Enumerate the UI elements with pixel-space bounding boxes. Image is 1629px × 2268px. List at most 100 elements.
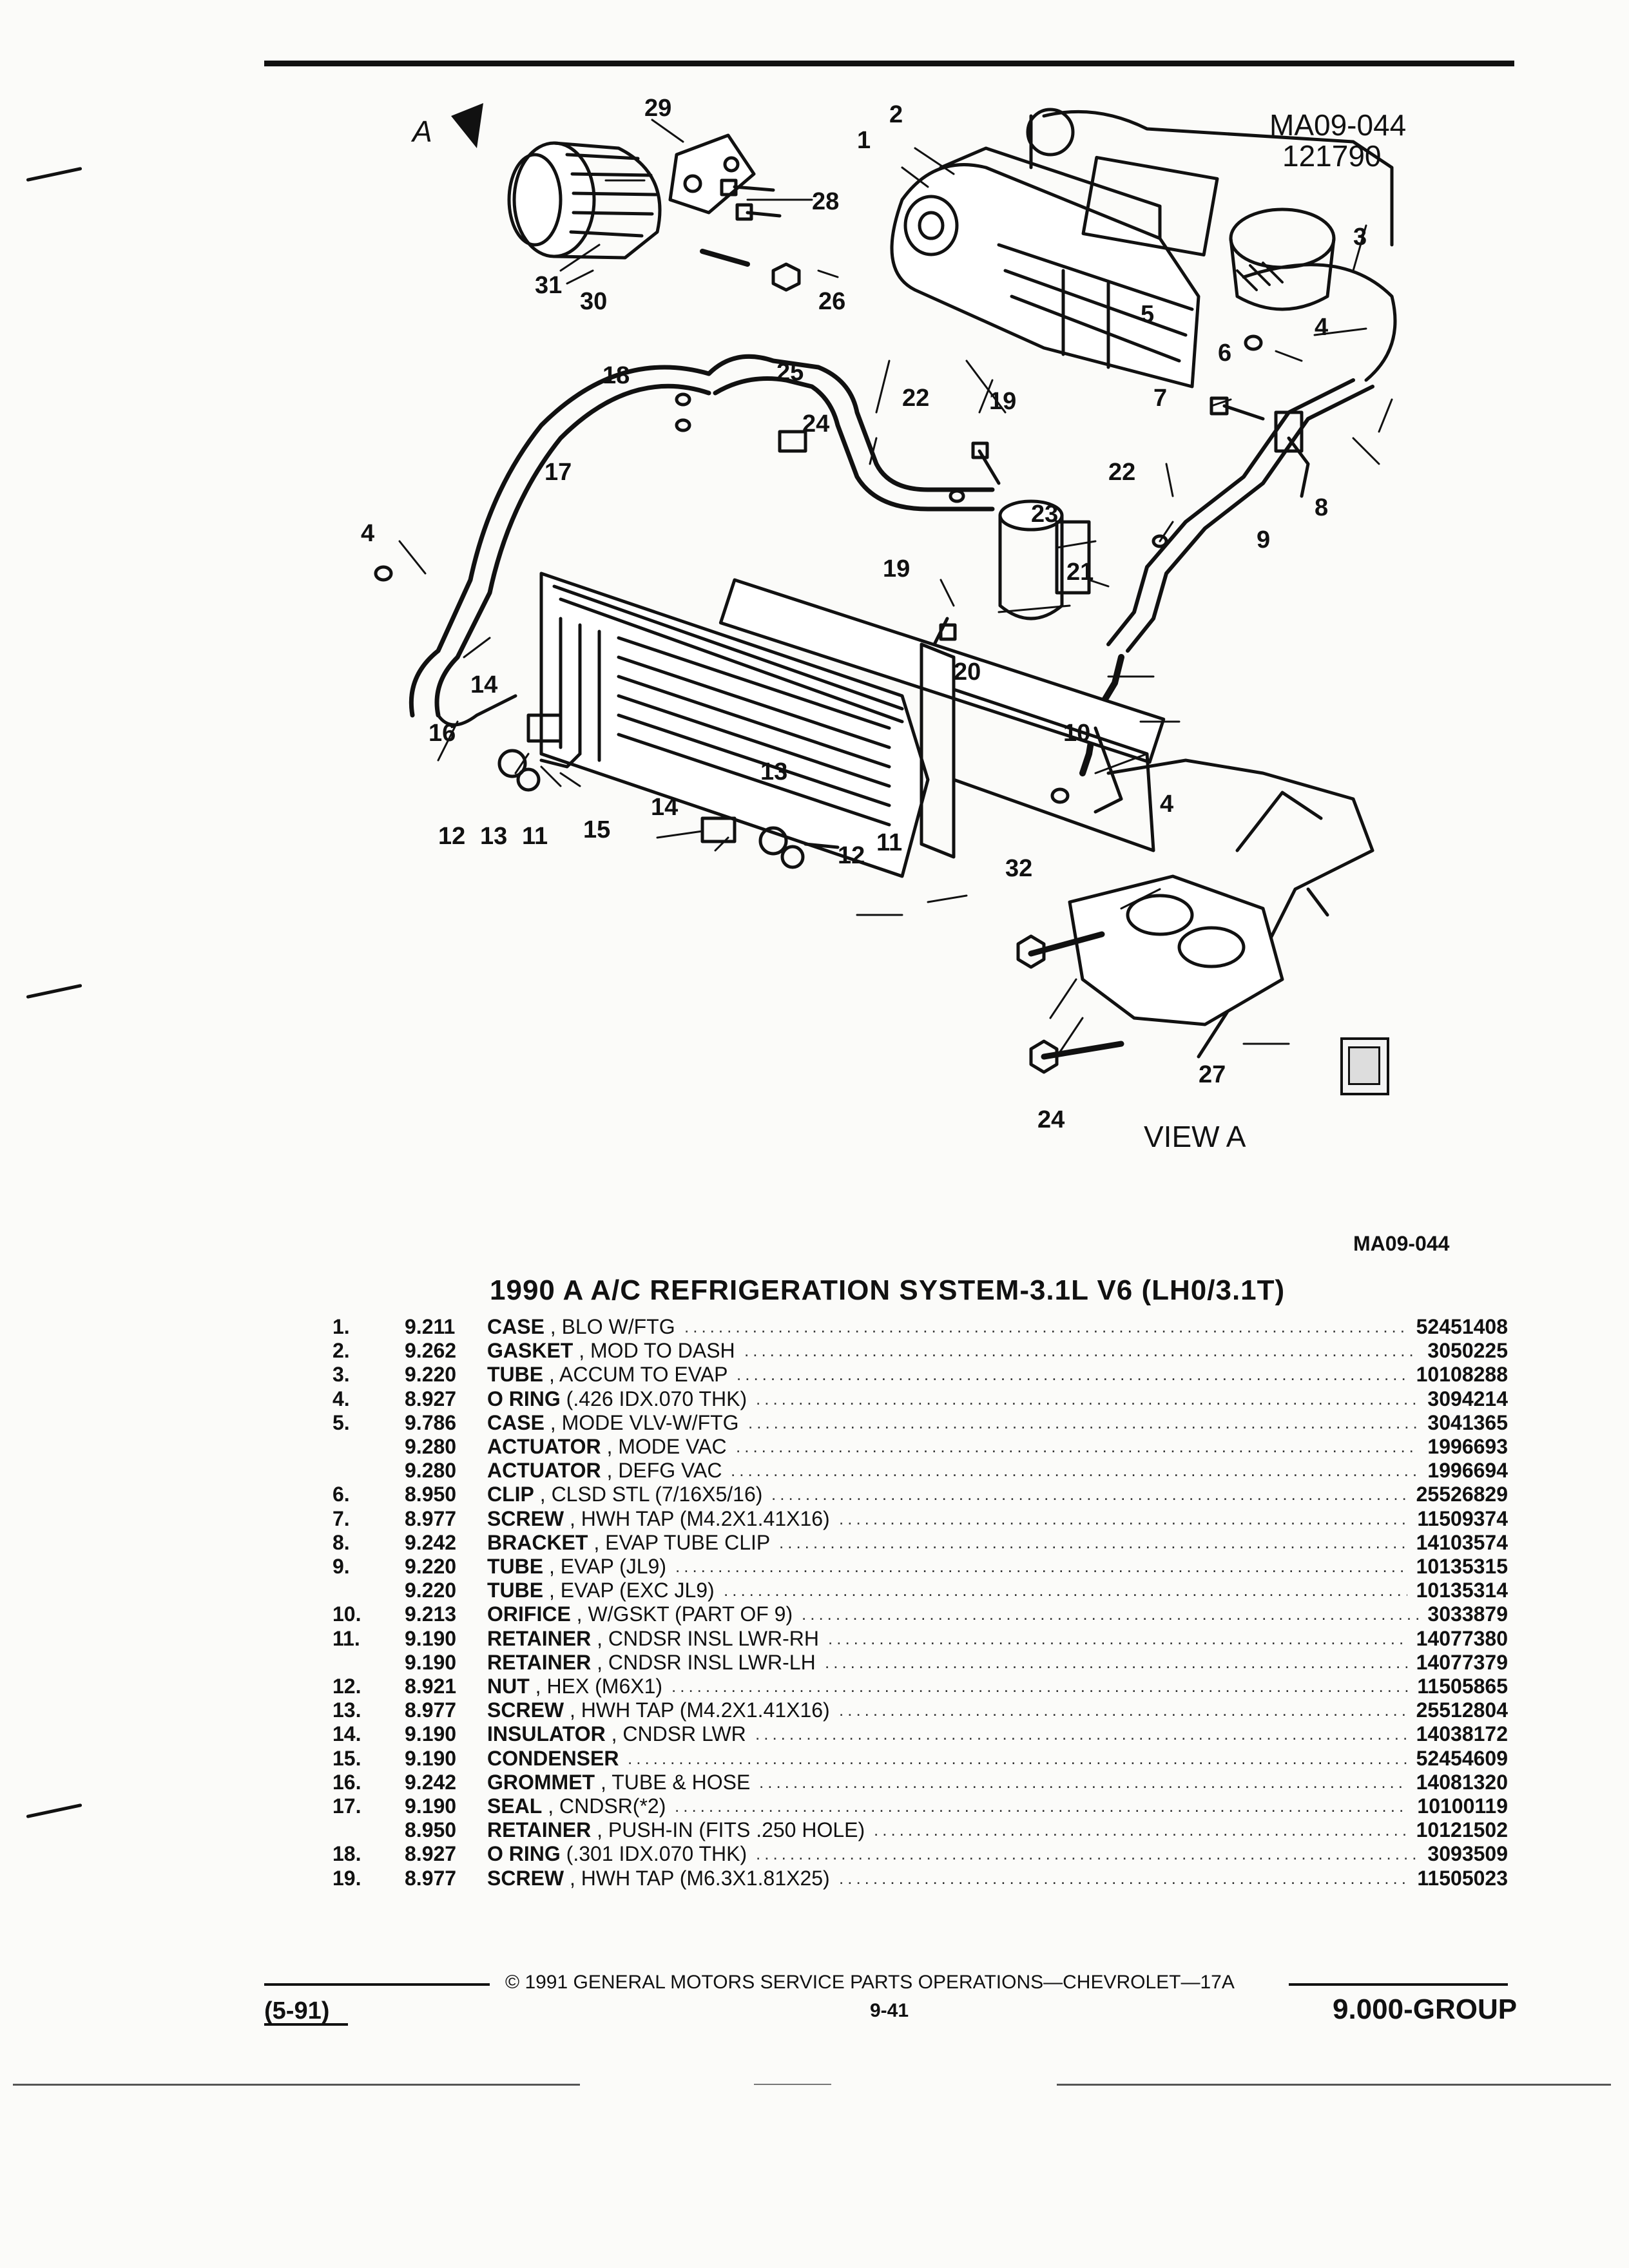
part-number: 52454609 [1416, 1746, 1508, 1770]
group-code: 8.927 [405, 1387, 457, 1410]
group-code: 9.242 [405, 1770, 457, 1794]
group-code: 9.220 [405, 1555, 457, 1578]
margin-mark [26, 166, 82, 182]
callout-6: 6 [1218, 340, 1231, 367]
part-description: SCREW , HWH TAP (M6.3X1.81X25) [487, 1866, 830, 1890]
part-number: 25512804 [1416, 1698, 1508, 1722]
callout-8: 8 [1315, 494, 1328, 521]
item-number: 12. [333, 1675, 361, 1698]
part-description: ORIFICE , W/GSKT (PART OF 9) [487, 1602, 793, 1626]
part-description: O RING (.301 IDX.070 THK) [487, 1841, 747, 1866]
scan-edge-line [13, 2084, 580, 2086]
part-name: TUBE [487, 1555, 544, 1578]
compressor [507, 141, 662, 260]
leader-dots: ........................................… [756, 1389, 1418, 1408]
part-name: INSULATOR [487, 1722, 606, 1746]
item-number: 3. [333, 1363, 350, 1387]
part-description: SCREW , HWH TAP (M4.2X1.41X16) [487, 1506, 830, 1531]
leader-dots: ........................................… [684, 1317, 1407, 1336]
part-detail: (.301 IDX.070 THK) [560, 1842, 747, 1866]
part-number: 10121502 [1416, 1818, 1508, 1842]
group-code: 9.213 [405, 1602, 457, 1626]
callout-21: 21 [1066, 559, 1094, 586]
top-rule [264, 61, 1514, 66]
leader-dots: ........................................… [755, 1724, 1407, 1744]
callout-28: 28 [812, 188, 839, 215]
callout-29: 29 [644, 95, 671, 122]
part-name: CASE [487, 1410, 545, 1434]
leader-dots: ........................................… [675, 1796, 1408, 1816]
gm-spo-logo [1340, 1037, 1389, 1095]
leader-dots: ........................................… [839, 1868, 1408, 1888]
part-detail: , HEX (M6X1) [529, 1675, 663, 1698]
group-code: 9.242 [405, 1530, 457, 1554]
leader-dots: ........................................… [724, 1581, 1407, 1600]
part-number: 25526829 [1416, 1483, 1508, 1506]
part-detail: , MODE VAC [601, 1435, 727, 1458]
callout-24: 24 [1037, 1106, 1065, 1133]
part-name: CASE [487, 1315, 545, 1338]
part-description: ACTUATOR , DEFG VAC [487, 1458, 722, 1483]
part-name: SCREW [487, 1698, 564, 1722]
callout-10: 10 [1063, 720, 1090, 747]
part-detail: , CNDSR LWR [605, 1722, 746, 1746]
callout-4: 4 [1315, 314, 1328, 341]
callout-14: 14 [470, 671, 497, 698]
view-marker-letter: A [410, 115, 432, 148]
parts-table-title: 1990 A A/C REFRIGERATION SYSTEM-3.1L V6 … [490, 1274, 1286, 1306]
group-code: 8.977 [405, 1866, 457, 1890]
callout-12: 12 [438, 823, 465, 850]
group-code: 9.220 [405, 1579, 457, 1602]
part-description: GROMMET , TUBE & HOSE [487, 1770, 750, 1794]
group-code: 8.950 [405, 1483, 457, 1506]
part-detail: , BLO W/FTG [544, 1315, 675, 1338]
part-detail: (.426 IDX.070 THK) [560, 1387, 747, 1410]
part-description: BRACKET , EVAP TUBE CLIP [487, 1530, 770, 1555]
leader-dots: ........................................… [839, 1700, 1407, 1720]
leader-dots: ........................................… [825, 1652, 1407, 1672]
part-detail: , CNDSR INSL LWR-RH [591, 1626, 819, 1650]
part-number: 1996694 [1427, 1459, 1508, 1483]
figure-code: MA09-044 [1269, 108, 1406, 142]
callout-7: 7 [1153, 385, 1167, 412]
part-number: 14081320 [1416, 1770, 1508, 1794]
part-detail: , EVAP (EXC JL9) [543, 1579, 715, 1602]
group-code: 9.190 [405, 1722, 457, 1746]
part-name: NUT [487, 1675, 530, 1698]
group-code: 9.190 [405, 1794, 457, 1818]
group-code: 9.786 [405, 1410, 457, 1434]
part-name: TUBE [487, 1363, 544, 1387]
item-number: 4. [333, 1387, 350, 1410]
part-detail: , EVAP (JL9) [543, 1555, 666, 1578]
part-name: O RING [487, 1842, 561, 1866]
part-name: SCREW [487, 1506, 564, 1530]
part-name: RETAINER [487, 1650, 592, 1674]
leader-dots: ........................................… [828, 1628, 1407, 1648]
group-code: 8.977 [405, 1698, 457, 1722]
date-code-underline [264, 2023, 348, 2026]
part-description: CONDENSER [487, 1746, 619, 1771]
part-name: ACTUATOR [487, 1459, 601, 1483]
callout-15: 15 [583, 816, 610, 843]
item-number: 5. [333, 1410, 350, 1434]
callout-32: 32 [1005, 855, 1032, 882]
leader-dots: ........................................… [675, 1557, 1407, 1576]
item-number: 14. [333, 1722, 361, 1746]
part-description: INSULATOR , CNDSR LWR [487, 1722, 746, 1746]
group-code: 9.262 [405, 1339, 457, 1363]
callout-1: 1 [857, 127, 871, 154]
item-number: 10. [333, 1602, 361, 1626]
callout-9: 9 [1257, 526, 1270, 553]
part-number: 3041365 [1427, 1410, 1508, 1434]
date-code: (5-91) [264, 1997, 330, 2024]
leader-dots: ........................................… [759, 1772, 1407, 1792]
part-detail: , CLSD STL (7/16X5/16) [534, 1483, 763, 1506]
part-number: 52451408 [1416, 1315, 1508, 1338]
